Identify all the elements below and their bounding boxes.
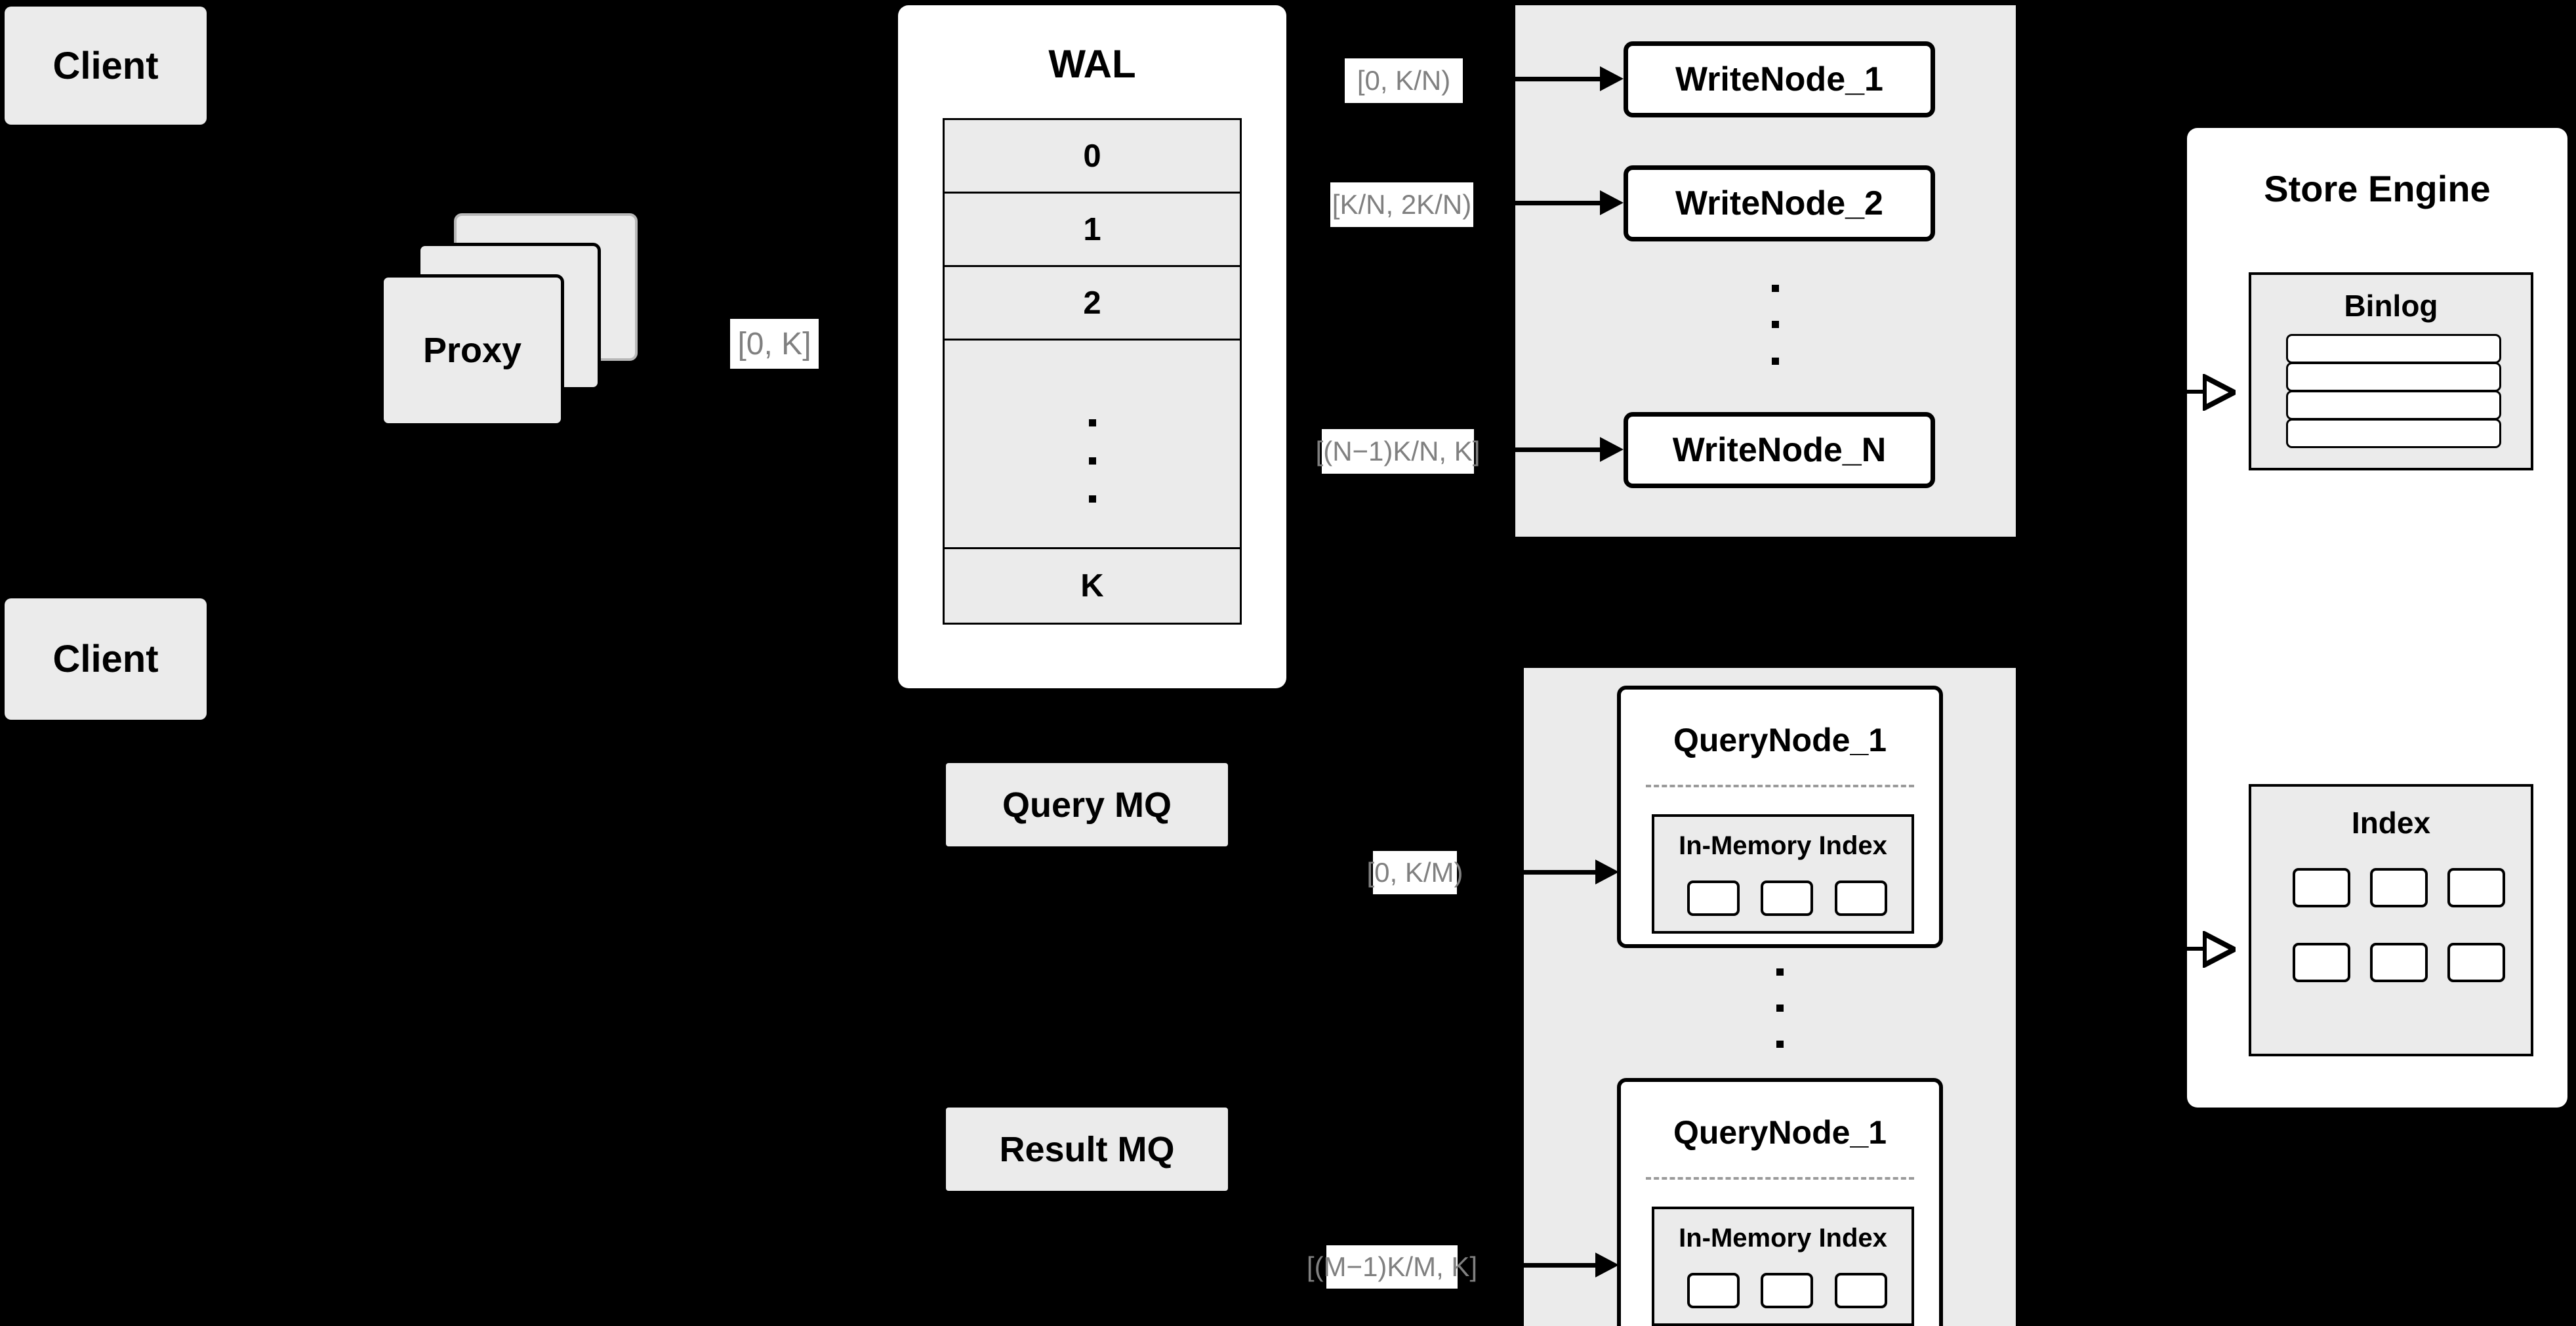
edge-label-mq-to-querynode-1: [0, K/M) — [1366, 851, 1463, 894]
write-node-1[interactable]: WriteNode_1 — [1624, 41, 1935, 117]
binlog-box: Binlog — [2249, 272, 2533, 470]
wal-row-ellipsis — [945, 341, 1240, 549]
arrow-head-writenode-2 — [1600, 190, 1624, 215]
result-mq-box[interactable]: Result MQ — [946, 1108, 1228, 1191]
wal-table: 0 1 2 K — [943, 118, 1242, 625]
query-node-1-index-cell-2 — [1761, 881, 1813, 916]
query-node-1-title: QueryNode_1 — [1673, 722, 1887, 758]
wal-row-0: 0 — [945, 120, 1240, 194]
binlog-bar-4 — [2286, 419, 2501, 448]
wal-ellipsis-dot-1 — [1089, 419, 1096, 427]
arrow-line-querynode-m — [1484, 1263, 1599, 1268]
write-node-2-label: WriteNode_2 — [1675, 184, 1883, 222]
write-node-2[interactable]: WriteNode_2 — [1624, 165, 1935, 241]
write-cluster-ellipsis-dot-1 — [1772, 285, 1779, 292]
write-cluster-ellipsis-dot-3 — [1772, 358, 1779, 365]
write-node-1-label: WriteNode_1 — [1675, 60, 1883, 98]
binlog-title: Binlog — [2344, 289, 2438, 323]
edge-label-proxy-to-wal: [0, K] — [730, 319, 819, 369]
arrow-head-open-binlog — [2203, 374, 2236, 411]
arrow-head-writenode-1 — [1600, 66, 1624, 91]
edge-label-wal-to-writenode-1: [0, K/N) — [1345, 58, 1463, 103]
index-cell-3 — [2447, 868, 2505, 907]
index-cell-5 — [2370, 943, 2428, 982]
query-node-m[interactable]: QueryNode_1 In-Memory Index — [1617, 1078, 1943, 1326]
index-cell-4 — [2293, 943, 2350, 982]
query-node-1-inmemory-index: In-Memory Index — [1652, 814, 1914, 934]
index-cell-1 — [2293, 868, 2350, 907]
query-node-1-index-cell-3 — [1835, 881, 1887, 916]
query-node-m-index-title: In-Memory Index — [1679, 1224, 1887, 1253]
client-label-2: Client — [52, 638, 159, 680]
query-cluster-ellipsis-dot-2 — [1776, 1005, 1784, 1012]
arrow-line-querynode-1 — [1484, 870, 1599, 875]
write-cluster-ellipsis-dot-2 — [1772, 321, 1779, 328]
arrow-line-to-binlog — [2165, 390, 2205, 394]
index-cell-6 — [2447, 943, 2505, 982]
result-mq-label: Result MQ — [999, 1129, 1175, 1169]
query-node-m-index-cell-1 — [1687, 1273, 1740, 1308]
query-node-m-index-cell-3 — [1835, 1273, 1887, 1308]
client-box-1[interactable]: Client — [5, 7, 207, 125]
query-node-1-index-cell-1 — [1687, 881, 1740, 916]
wal-ellipsis-dot-2 — [1089, 457, 1096, 465]
wal-ellipsis-dot-3 — [1089, 495, 1096, 503]
query-cluster-ellipsis-dot-3 — [1776, 1041, 1784, 1048]
write-cluster-container: WriteNode_1 WriteNode_2 WriteNode_N — [1515, 5, 2016, 537]
query-mq-box[interactable]: Query MQ — [946, 763, 1228, 846]
edge-label-wal-to-writenode-2: [K/N, 2K/N) — [1330, 182, 1473, 227]
index-box: Index — [2249, 784, 2533, 1056]
arrow-line-writenode-n — [1481, 447, 1602, 452]
wal-row-k: K — [1080, 568, 1104, 604]
query-cluster-ellipsis-dot-1 — [1776, 968, 1784, 976]
arrow-head-querynode-m — [1595, 1253, 1619, 1277]
query-node-m-inmemory-index: In-Memory Index — [1652, 1207, 1914, 1326]
index-title: Index — [2351, 806, 2431, 840]
edge-label-wal-to-writenode-n: [(N−1)K/N, K] — [1316, 429, 1480, 474]
write-node-n[interactable]: WriteNode_N — [1624, 412, 1935, 488]
wal-title: WAL — [1048, 42, 1136, 86]
edge-label-mq-to-querynode-m: [(M−1)K/M, K] — [1307, 1245, 1477, 1289]
binlog-bar-1 — [2286, 334, 2501, 363]
arrow-head-open-index — [2203, 931, 2236, 968]
store-engine-panel: Store Engine Binlog Index — [2187, 128, 2567, 1108]
query-node-m-divider — [1646, 1177, 1914, 1180]
write-node-n-label: WriteNode_N — [1672, 431, 1887, 469]
query-mq-label: Query MQ — [1002, 785, 1172, 825]
arrow-head-writenode-n — [1600, 437, 1624, 462]
arrow-line-to-index — [2165, 947, 2205, 951]
arrow-line-writenode-1 — [1471, 77, 1602, 81]
proxy-label: Proxy — [422, 331, 522, 370]
query-node-1-index-title: In-Memory Index — [1679, 831, 1887, 860]
index-cell-2 — [2370, 868, 2428, 907]
store-engine-title: Store Engine — [2264, 168, 2491, 209]
query-cluster-container: QueryNode_1 In-Memory Index QueryNode_1 — [1524, 668, 2016, 1326]
query-node-m-title: QueryNode_1 — [1673, 1114, 1887, 1151]
arrow-line-writenode-2 — [1481, 201, 1602, 205]
binlog-bar-3 — [2286, 390, 2501, 420]
query-node-1[interactable]: QueryNode_1 In-Memory Index — [1617, 686, 1943, 948]
arrow-head-querynode-1 — [1595, 860, 1619, 884]
client-box-2[interactable]: Client — [5, 598, 207, 720]
proxy-front-box[interactable]: Proxy — [380, 274, 564, 426]
binlog-bar-2 — [2286, 362, 2501, 392]
client-label-1: Client — [52, 44, 159, 87]
wal-panel: WAL 0 1 2 K — [898, 5, 1286, 688]
query-node-1-divider — [1646, 785, 1914, 787]
wal-row-2: 2 — [945, 267, 1240, 341]
wal-row-1: 1 — [945, 194, 1240, 268]
query-node-m-index-cell-2 — [1761, 1273, 1813, 1308]
proxy-stack[interactable]: Proxy — [380, 213, 669, 430]
